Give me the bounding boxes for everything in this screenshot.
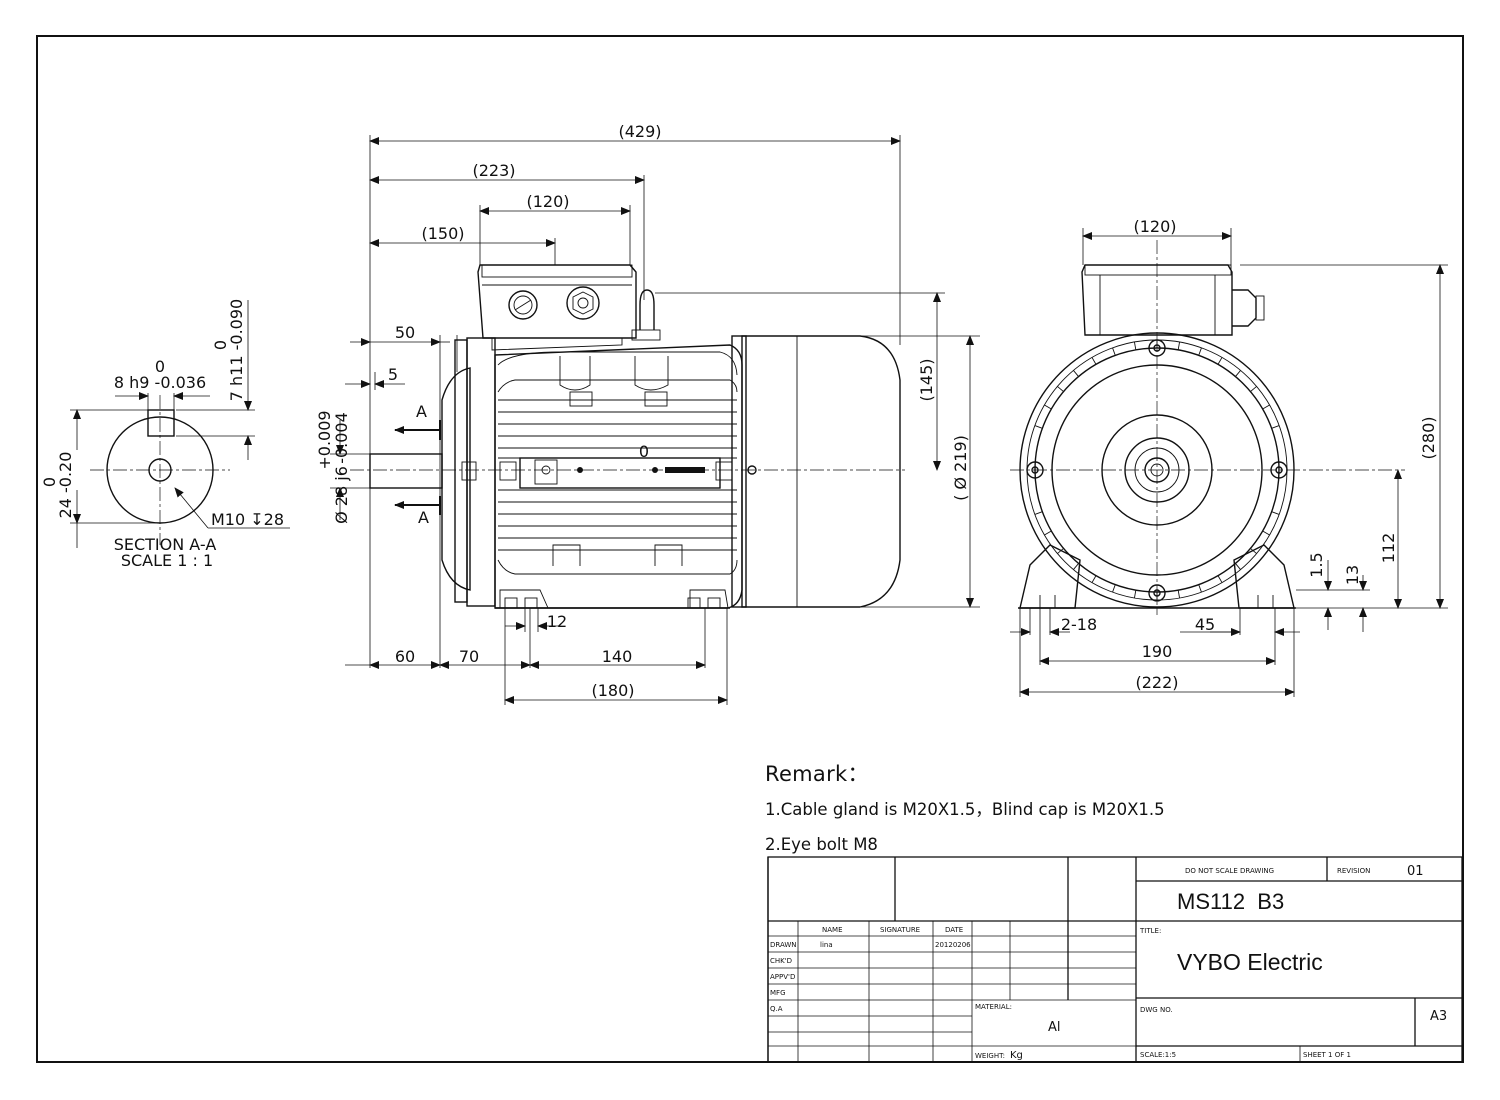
key-tol-upper: 0 [155, 357, 165, 376]
dim-frame-dia: ( Ø 219) [951, 435, 970, 501]
section-a-a: 0 8 h9 -0.036 0 7 h11 -0.090 0 24 -0.20 … [40, 299, 290, 570]
key-width-tol: 8 h9 -0.036 [114, 373, 206, 392]
remarks: Remark： 1.Cable gland is M20X1.5，Blind c… [765, 758, 1265, 854]
section-title: SECTION A-A [114, 535, 217, 554]
eye-bolt [631, 289, 661, 341]
row-chkd: CHK'D [770, 957, 792, 965]
dim-tb-height: (145) [917, 358, 936, 401]
drawing-title: VYBO Electric [1177, 949, 1323, 975]
end-dim-shaft-height: 112 [1379, 533, 1398, 564]
drawn-name: lina [820, 941, 833, 949]
motor-side-view: 0 [315, 122, 980, 705]
motor-feet [495, 589, 730, 609]
section-mark-top: A [416, 402, 427, 421]
row-mfg: MFG [770, 989, 786, 997]
scale-label: SCALE:1:5 [1140, 1051, 1176, 1059]
remark-line-2: 2.Eye bolt M8 [765, 835, 878, 854]
revision-value: 01 [1407, 864, 1424, 879]
end-dim-bolt-spacing: 190 [1142, 642, 1173, 661]
nameplate [519, 457, 721, 489]
remarks-title: Remark： [765, 762, 869, 786]
height-tol: 24 -0.20 [56, 452, 75, 519]
end-dim-tb-width: (120) [1133, 217, 1176, 236]
motor-end-view: (120) (280) 112 1.5 13 2-18 45 190 (222) [1010, 217, 1448, 697]
section-scale: SCALE 1 : 1 [121, 551, 213, 570]
blind-cap [508, 290, 538, 320]
terminal-box [477, 264, 637, 351]
row-qa: Q.A [770, 1005, 783, 1013]
dim-70: 70 [459, 647, 479, 666]
shaft-dia: Ø 28 j6 [332, 466, 351, 524]
thread-spec: M10 ↧28 [211, 510, 284, 529]
material-value: Al [1048, 1020, 1061, 1035]
section-mark-bottom: A [418, 508, 429, 527]
dim-shoulder: 5 [388, 365, 398, 384]
depth-tol-upper: 0 [211, 340, 230, 350]
height-tol-upper: 0 [40, 477, 59, 487]
dwg-no-label: DWG NO. [1140, 1006, 1173, 1014]
cable-gland [566, 286, 600, 320]
dim-180: (180) [591, 681, 634, 700]
end-dim-holes: 2-18 [1061, 615, 1097, 634]
shaft [369, 453, 443, 489]
shaft-tol-upper: +0.009 [315, 410, 334, 469]
end-dim-overall-height: (280) [1419, 416, 1438, 459]
dim-overall-length: (429) [618, 122, 661, 141]
row-drawn: DRAWN [770, 941, 797, 949]
end-dim-foot-width: (222) [1135, 673, 1178, 692]
drawn-date: 20120206 [935, 941, 971, 949]
do-not-scale: DO NOT SCALE DRAWING [1185, 867, 1274, 875]
col-signature: SIGNATURE [880, 926, 920, 934]
col-name: NAME [822, 926, 843, 934]
fan-cover [741, 335, 901, 608]
depth-tol: 7 h11 -0.090 [227, 299, 246, 401]
dim-60: 60 [395, 647, 415, 666]
end-dim-13: 13 [1343, 565, 1362, 585]
dim-tb-width: (120) [526, 192, 569, 211]
drawing-border [36, 35, 1464, 1063]
dim-140: 140 [602, 647, 633, 666]
cooling-fins [497, 379, 738, 575]
material-label: MATERIAL: [975, 1003, 1012, 1011]
dim-150: (150) [421, 224, 464, 243]
col-date: DATE [945, 926, 963, 934]
shaft-tol-lower: -0.004 [332, 412, 351, 464]
dim-shaft-length: 50 [395, 323, 415, 342]
dim-223: (223) [472, 161, 515, 180]
end-dim-45: 45 [1195, 615, 1215, 634]
remark-line-1: 1.Cable gland is M20X1.5，Blind cap is M2… [765, 800, 1165, 819]
row-appvd: APPV'D [770, 973, 795, 981]
center-label: 0 [639, 442, 649, 461]
weight-value: Kg [1010, 1050, 1023, 1061]
sheet-number: SHEET 1 OF 1 [1303, 1051, 1351, 1059]
part-number: MS112 B3 [1177, 889, 1284, 914]
dim-foot-slot: 12 [547, 612, 567, 631]
end-dim-1-5: 1.5 [1307, 552, 1326, 577]
title-label: TITLE: [1139, 927, 1161, 935]
sheet-size: A3 [1430, 1009, 1447, 1024]
title-block: DO NOT SCALE DRAWING REVISION 01 MS112 B… [767, 856, 1463, 1063]
weight-label: WEIGHT: [975, 1052, 1005, 1060]
revision-label: REVISION [1337, 867, 1370, 875]
